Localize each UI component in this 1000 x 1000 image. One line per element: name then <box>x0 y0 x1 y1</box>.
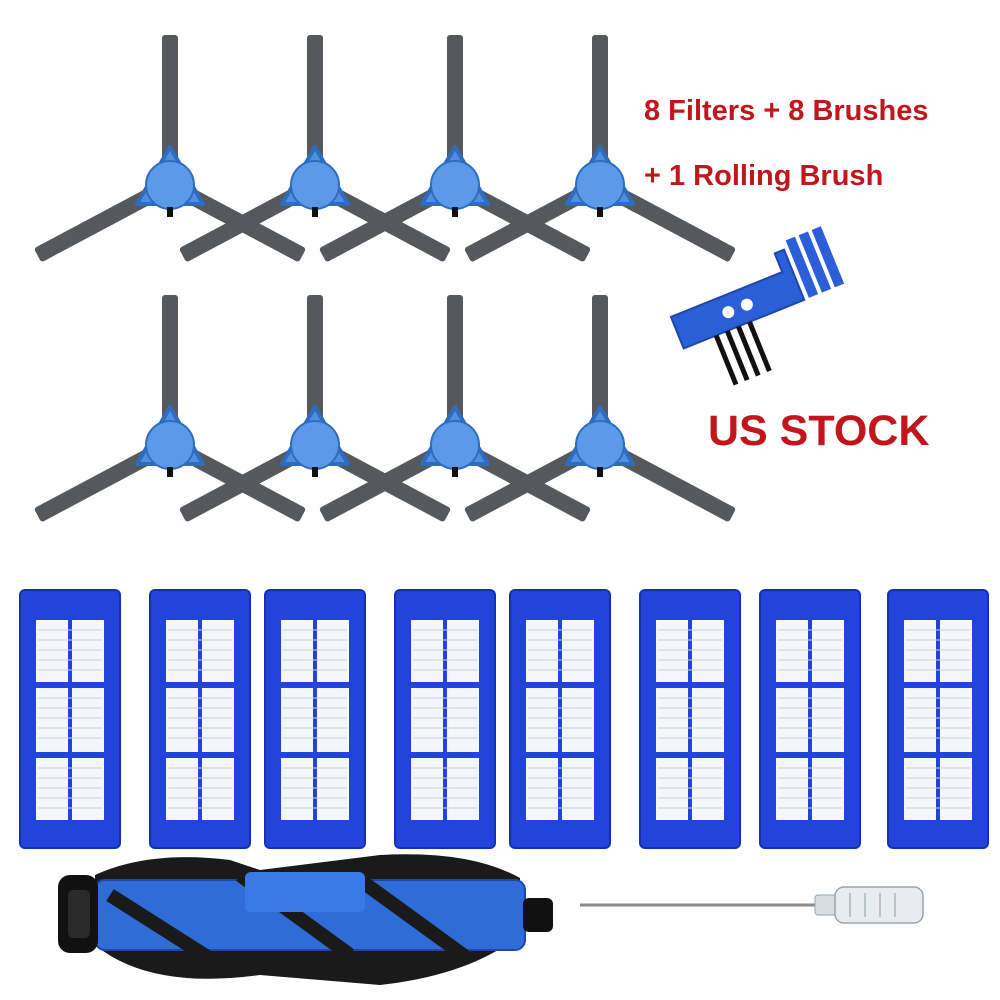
filter-icon <box>640 590 740 848</box>
rolling-brush-icon <box>58 854 553 985</box>
side-brush-icon <box>31 293 309 525</box>
caption-rolling-brush: + 1 Rolling Brush <box>644 160 884 192</box>
side-brush-icon <box>461 33 739 265</box>
filter-icon <box>150 590 250 848</box>
cleaning-tool-icon <box>669 226 845 386</box>
caption-us-stock: US STOCK <box>708 407 930 455</box>
caption-filters-brushes: 8 Filters + 8 Brushes <box>644 95 929 127</box>
filter-icon <box>760 590 860 848</box>
screwdriver-icon <box>580 886 924 924</box>
filter-icon <box>888 590 988 848</box>
side-brush-icon <box>176 33 454 265</box>
filter-icon <box>395 590 495 848</box>
filter-icon <box>20 590 120 848</box>
filter-icon <box>265 590 365 848</box>
side-brush-icon <box>316 33 594 265</box>
filter-icon <box>510 590 610 848</box>
side-brush-icon <box>176 293 454 525</box>
side-brush-icon <box>316 293 594 525</box>
side-brush-icon <box>31 33 309 265</box>
